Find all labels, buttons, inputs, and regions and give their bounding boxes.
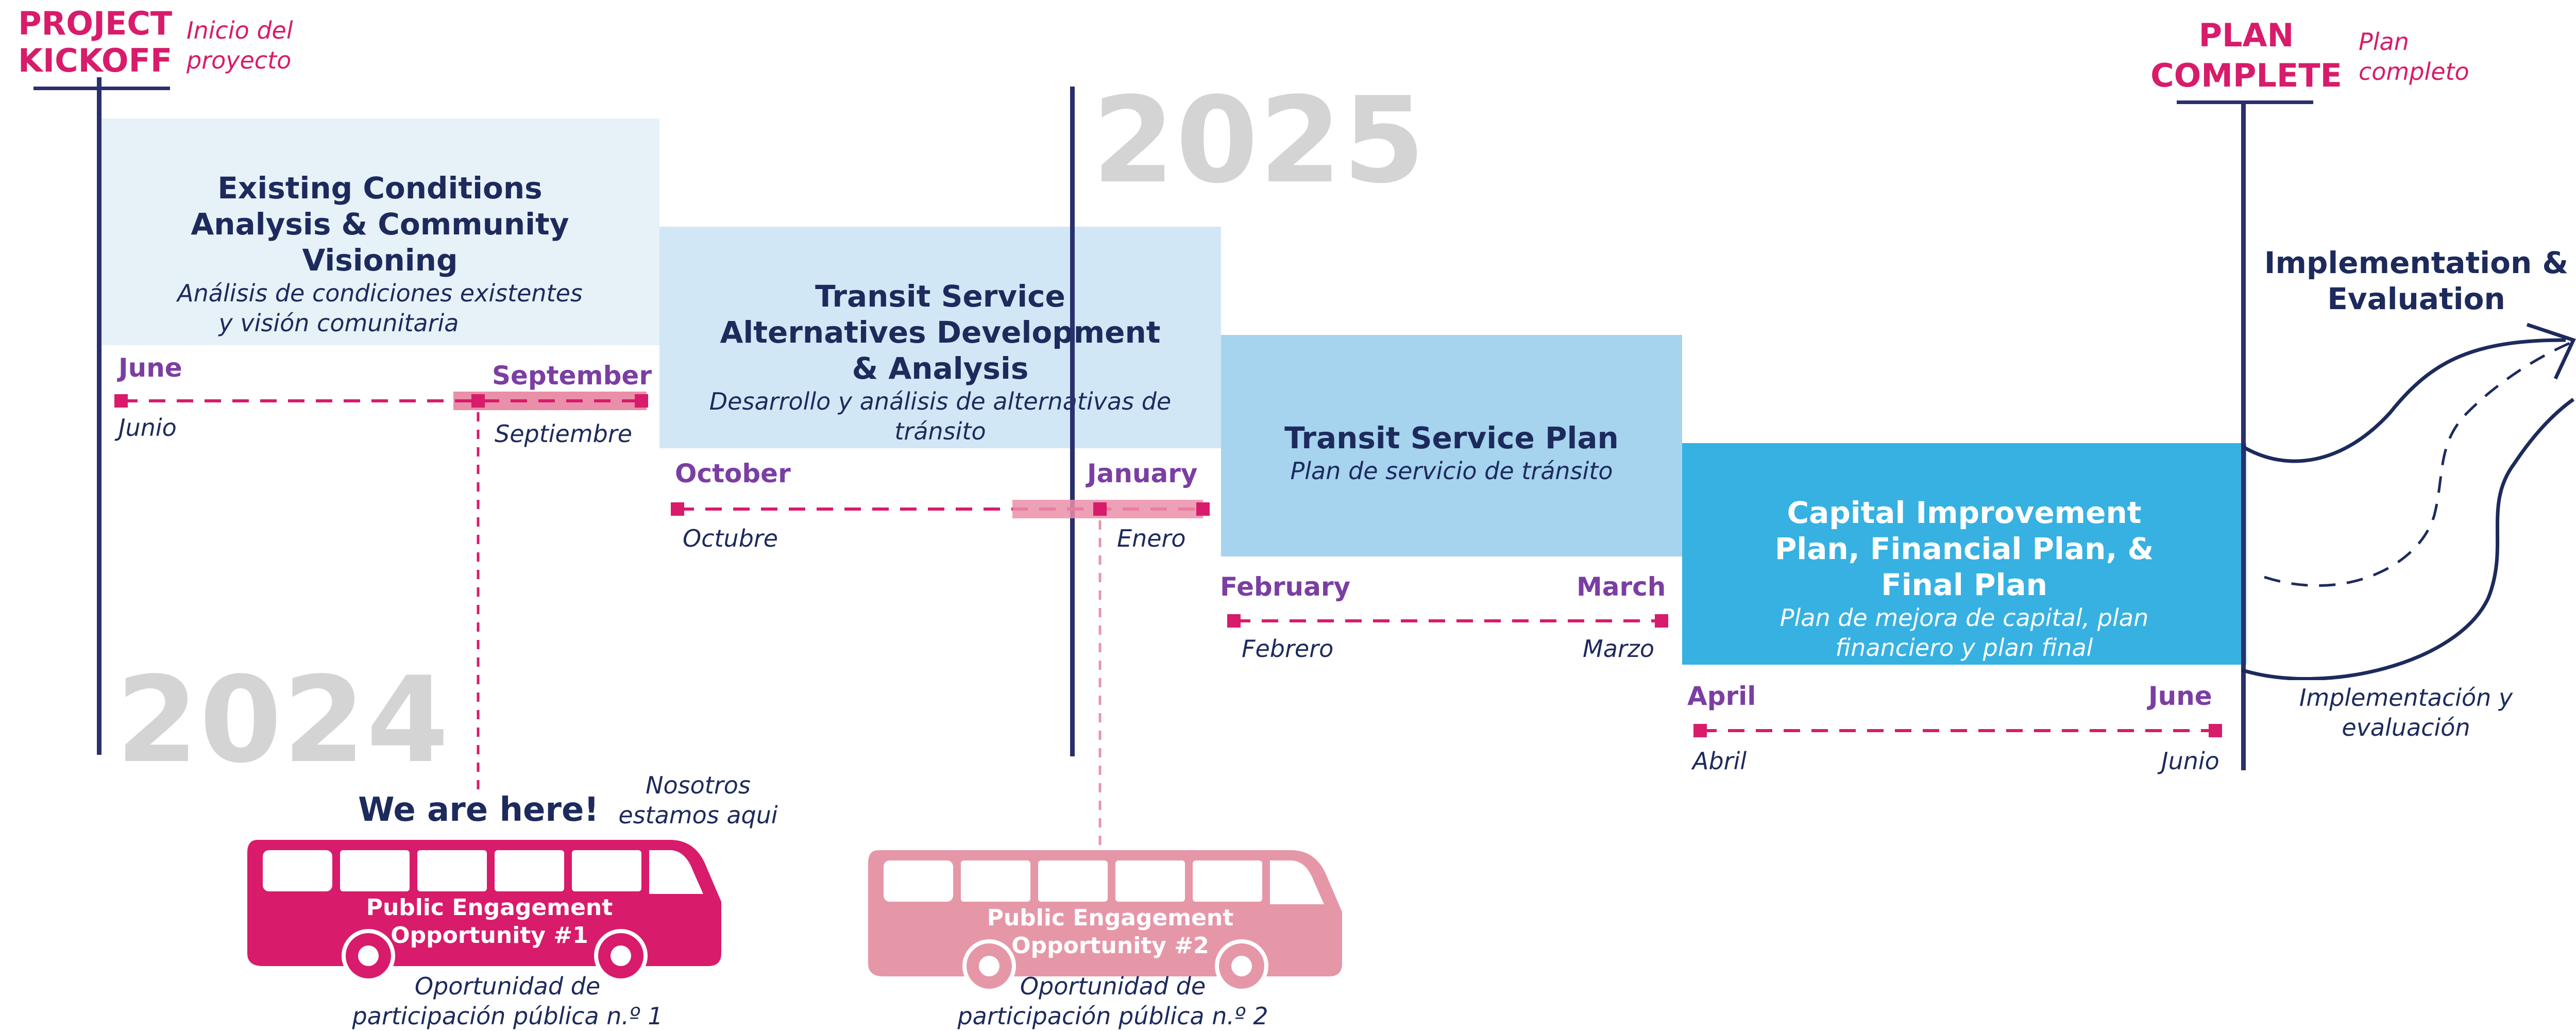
phase-4-title-line3: Final Plan: [1881, 567, 2047, 602]
bus-2: Public Engagement Opportunity #2: [863, 840, 1347, 994]
bus-1-icon: [247, 840, 721, 983]
phase-4-es-line2: financiero y plan final: [1835, 634, 2093, 662]
kickoff-es: Inicio del proyecto: [187, 15, 293, 75]
phase-4-start-month-es: Abril: [1692, 747, 1747, 775]
phase-1-end-month: September: [492, 361, 652, 391]
phase-1-box: Existing Conditions Analysis & Community…: [100, 119, 659, 345]
implementation-title-line2: Evaluation: [2327, 281, 2505, 316]
phase-3-box: Transit Service Plan Plan de servicio de…: [1221, 335, 1682, 556]
we-are-here-es: Nosotros estamos aqui: [616, 770, 781, 830]
implementation-es-line2: evaluación: [2342, 714, 2470, 741]
phase-4-start-month: April: [1687, 681, 1756, 711]
phase-1-start-month-es: Junio: [118, 414, 177, 442]
bus-1-label: Public Engagement Opportunity #1: [335, 894, 644, 950]
phase-3-end-month-es: Marzo: [1583, 635, 1655, 663]
complete-underline: [2177, 100, 2313, 104]
year-2025: 2025: [1092, 72, 1427, 210]
year-divider-line: [1070, 87, 1075, 756]
phase-2-highlight: [1012, 500, 1203, 518]
kickoff-es-line2: proyecto: [187, 46, 292, 74]
phase-4-box: Capital Improvement Plan, Financial Plan…: [1682, 443, 2246, 665]
year-2024: 2024: [116, 652, 450, 789]
phase-3-title-line1: Transit Service Plan: [1284, 420, 1619, 455]
bus-2-label: Public Engagement Opportunity #2: [956, 904, 1265, 960]
phase-1-es-line1: Análisis de condiciones existentes: [177, 279, 583, 307]
phase-4-es-line1: Plan de mejora de capital, plan: [1780, 604, 2149, 632]
bus-2-label-line1: Public Engagement: [987, 905, 1234, 931]
phase-2-es-line1: Desarrollo y análisis de alternativas de: [709, 387, 1172, 415]
we-are-here-es-line1: Nosotros: [646, 771, 751, 799]
phase-2-title-line1: Transit Service: [815, 279, 1065, 314]
implementation-road-icon: [2241, 323, 2576, 680]
complete-title-line1: PLAN: [2198, 16, 2294, 54]
we-are-here-label: We are here!: [358, 791, 599, 829]
complete-es: Plan completo: [2359, 27, 2469, 87]
bus-1-label-line1: Public Engagement: [366, 894, 613, 921]
bus-1-label-line2: Opportunity #1: [391, 922, 588, 949]
kickoff-title-line1: PROJECT: [18, 5, 173, 42]
kickoff-title-line2: KICKOFF: [18, 42, 173, 79]
phase-3-end-month: March: [1577, 572, 1666, 602]
phase-2-title-line2: Alternatives Development: [720, 315, 1161, 350]
bus-2-icon: [868, 850, 1342, 993]
phase-2-es-line2: tránsito: [894, 417, 986, 445]
bus-1-caption-line2: participación pública n.º 1: [352, 1002, 663, 1030]
phase-2-start-month: October: [675, 459, 791, 488]
implementation-es-line1: Implementación y: [2299, 684, 2513, 712]
implementation-title: Implementation & Evaluation: [2236, 245, 2576, 317]
bus-2-caption-line1: Oportunidad de: [1020, 972, 1206, 1000]
implementation-es: Implementación y evaluación: [2241, 683, 2571, 742]
phase-1-title-line2: Analysis & Community: [191, 207, 569, 242]
phase-2-start-month-es: Octubre: [683, 525, 778, 552]
complete-es-line2: completo: [2359, 58, 2469, 86]
phase-4-end-month-es: Junio: [2161, 747, 2219, 775]
phase-2-end-month-es: Enero: [1117, 525, 1186, 552]
implementation-title-line1: Implementation &: [2264, 245, 2569, 280]
complete-title-line2: COMPLETE: [2150, 57, 2342, 94]
phase-1-es-line2: y visión comunitaria: [218, 309, 459, 337]
complete-title: PLAN COMPLETE: [2138, 15, 2354, 96]
phase-3-start-month: February: [1220, 572, 1351, 602]
bus-2-caption-line2: participación pública n.º 2: [957, 1002, 1268, 1030]
phase-2-box: Transit Service Alternatives Development…: [659, 227, 1221, 448]
phase-1-title-line3: Visioning: [302, 243, 458, 278]
phase-4-end-month: June: [2148, 681, 2212, 711]
phase-4-title-line2: Plan, Financial Plan, &: [1774, 531, 2154, 566]
bus-2-label-line2: Opportunity #2: [1011, 933, 1209, 959]
kickoff-es-line1: Inicio del: [187, 16, 293, 44]
kickoff-title: PROJECT KICKOFF: [18, 5, 172, 79]
we-are-here-es-line2: estamos aqui: [618, 801, 778, 829]
bus-1: Public Engagement Opportunity #1: [242, 830, 726, 984]
phase-3-es-line1: Plan de servicio de tránsito: [1290, 457, 1613, 485]
phase-3-start-month-es: Febrero: [1242, 635, 1334, 663]
complete-line: [2241, 100, 2246, 770]
kickoff-underline: [33, 87, 170, 90]
phase-1-end-month-es: Septiembre: [495, 420, 633, 448]
complete-es-line1: Plan: [2359, 28, 2409, 56]
bus-1-caption-line1: Oportunidad de: [414, 972, 601, 1000]
phase-1-start-month: June: [118, 353, 182, 383]
bus-1-caption: Oportunidad de participación pública n.º…: [304, 971, 711, 1031]
kickoff-line: [97, 77, 101, 755]
phase-1-title-line1: Existing Conditions: [217, 171, 543, 206]
phase-4-title-line1: Capital Improvement: [1787, 495, 2142, 530]
phase-2-end-month: January: [1087, 459, 1198, 488]
bus-2-caption: Oportunidad de participación pública n.º…: [909, 971, 1316, 1031]
phase-2-title-line3: & Analysis: [852, 351, 1029, 386]
